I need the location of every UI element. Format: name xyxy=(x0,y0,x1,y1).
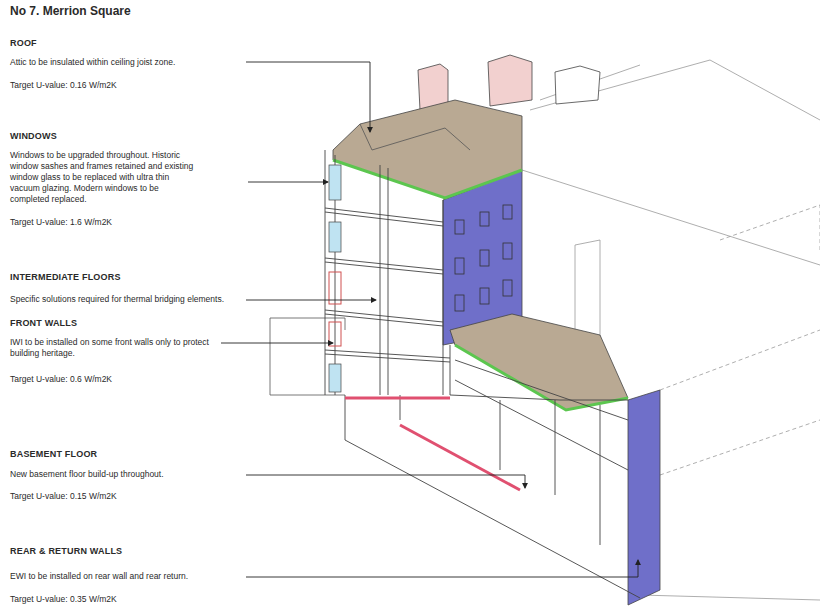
note-text: Target U-value: 0.6 W/m2K xyxy=(10,374,112,385)
note-text: Attic to be insulated within ceiling joi… xyxy=(10,57,240,68)
note-text: IWI to be installed on some front walls … xyxy=(10,337,215,359)
note-text: New basement floor build-up throughout. xyxy=(10,469,240,480)
note-text: Specific solutions required for thermal … xyxy=(10,294,240,305)
section-heading: REAR & RETURN WALLS xyxy=(10,546,122,557)
note-text: Windows to be upgraded throughout. Histo… xyxy=(10,150,195,205)
diagram-title: No 7. Merrion Square xyxy=(10,6,131,17)
note-text: Target U-value: 1.6 W/m2K xyxy=(10,217,112,228)
note-text: Target U-value: 0.15 W/m2K xyxy=(10,491,117,502)
section-heading: FRONT WALLS xyxy=(10,318,77,329)
section-heading: ROOF xyxy=(10,38,37,49)
note-text: Target U-value: 0.16 W/m2K xyxy=(10,80,117,91)
section-heading: INTERMEDIATE FLOORS xyxy=(10,272,121,283)
section-heading: WINDOWS xyxy=(10,131,57,142)
note-text: Target U-value: 0.35 W/m2K xyxy=(10,594,117,605)
note-text: EWI to be installed on rear wall and rea… xyxy=(10,571,240,582)
section-heading: BASEMENT FLOOR xyxy=(10,449,97,460)
